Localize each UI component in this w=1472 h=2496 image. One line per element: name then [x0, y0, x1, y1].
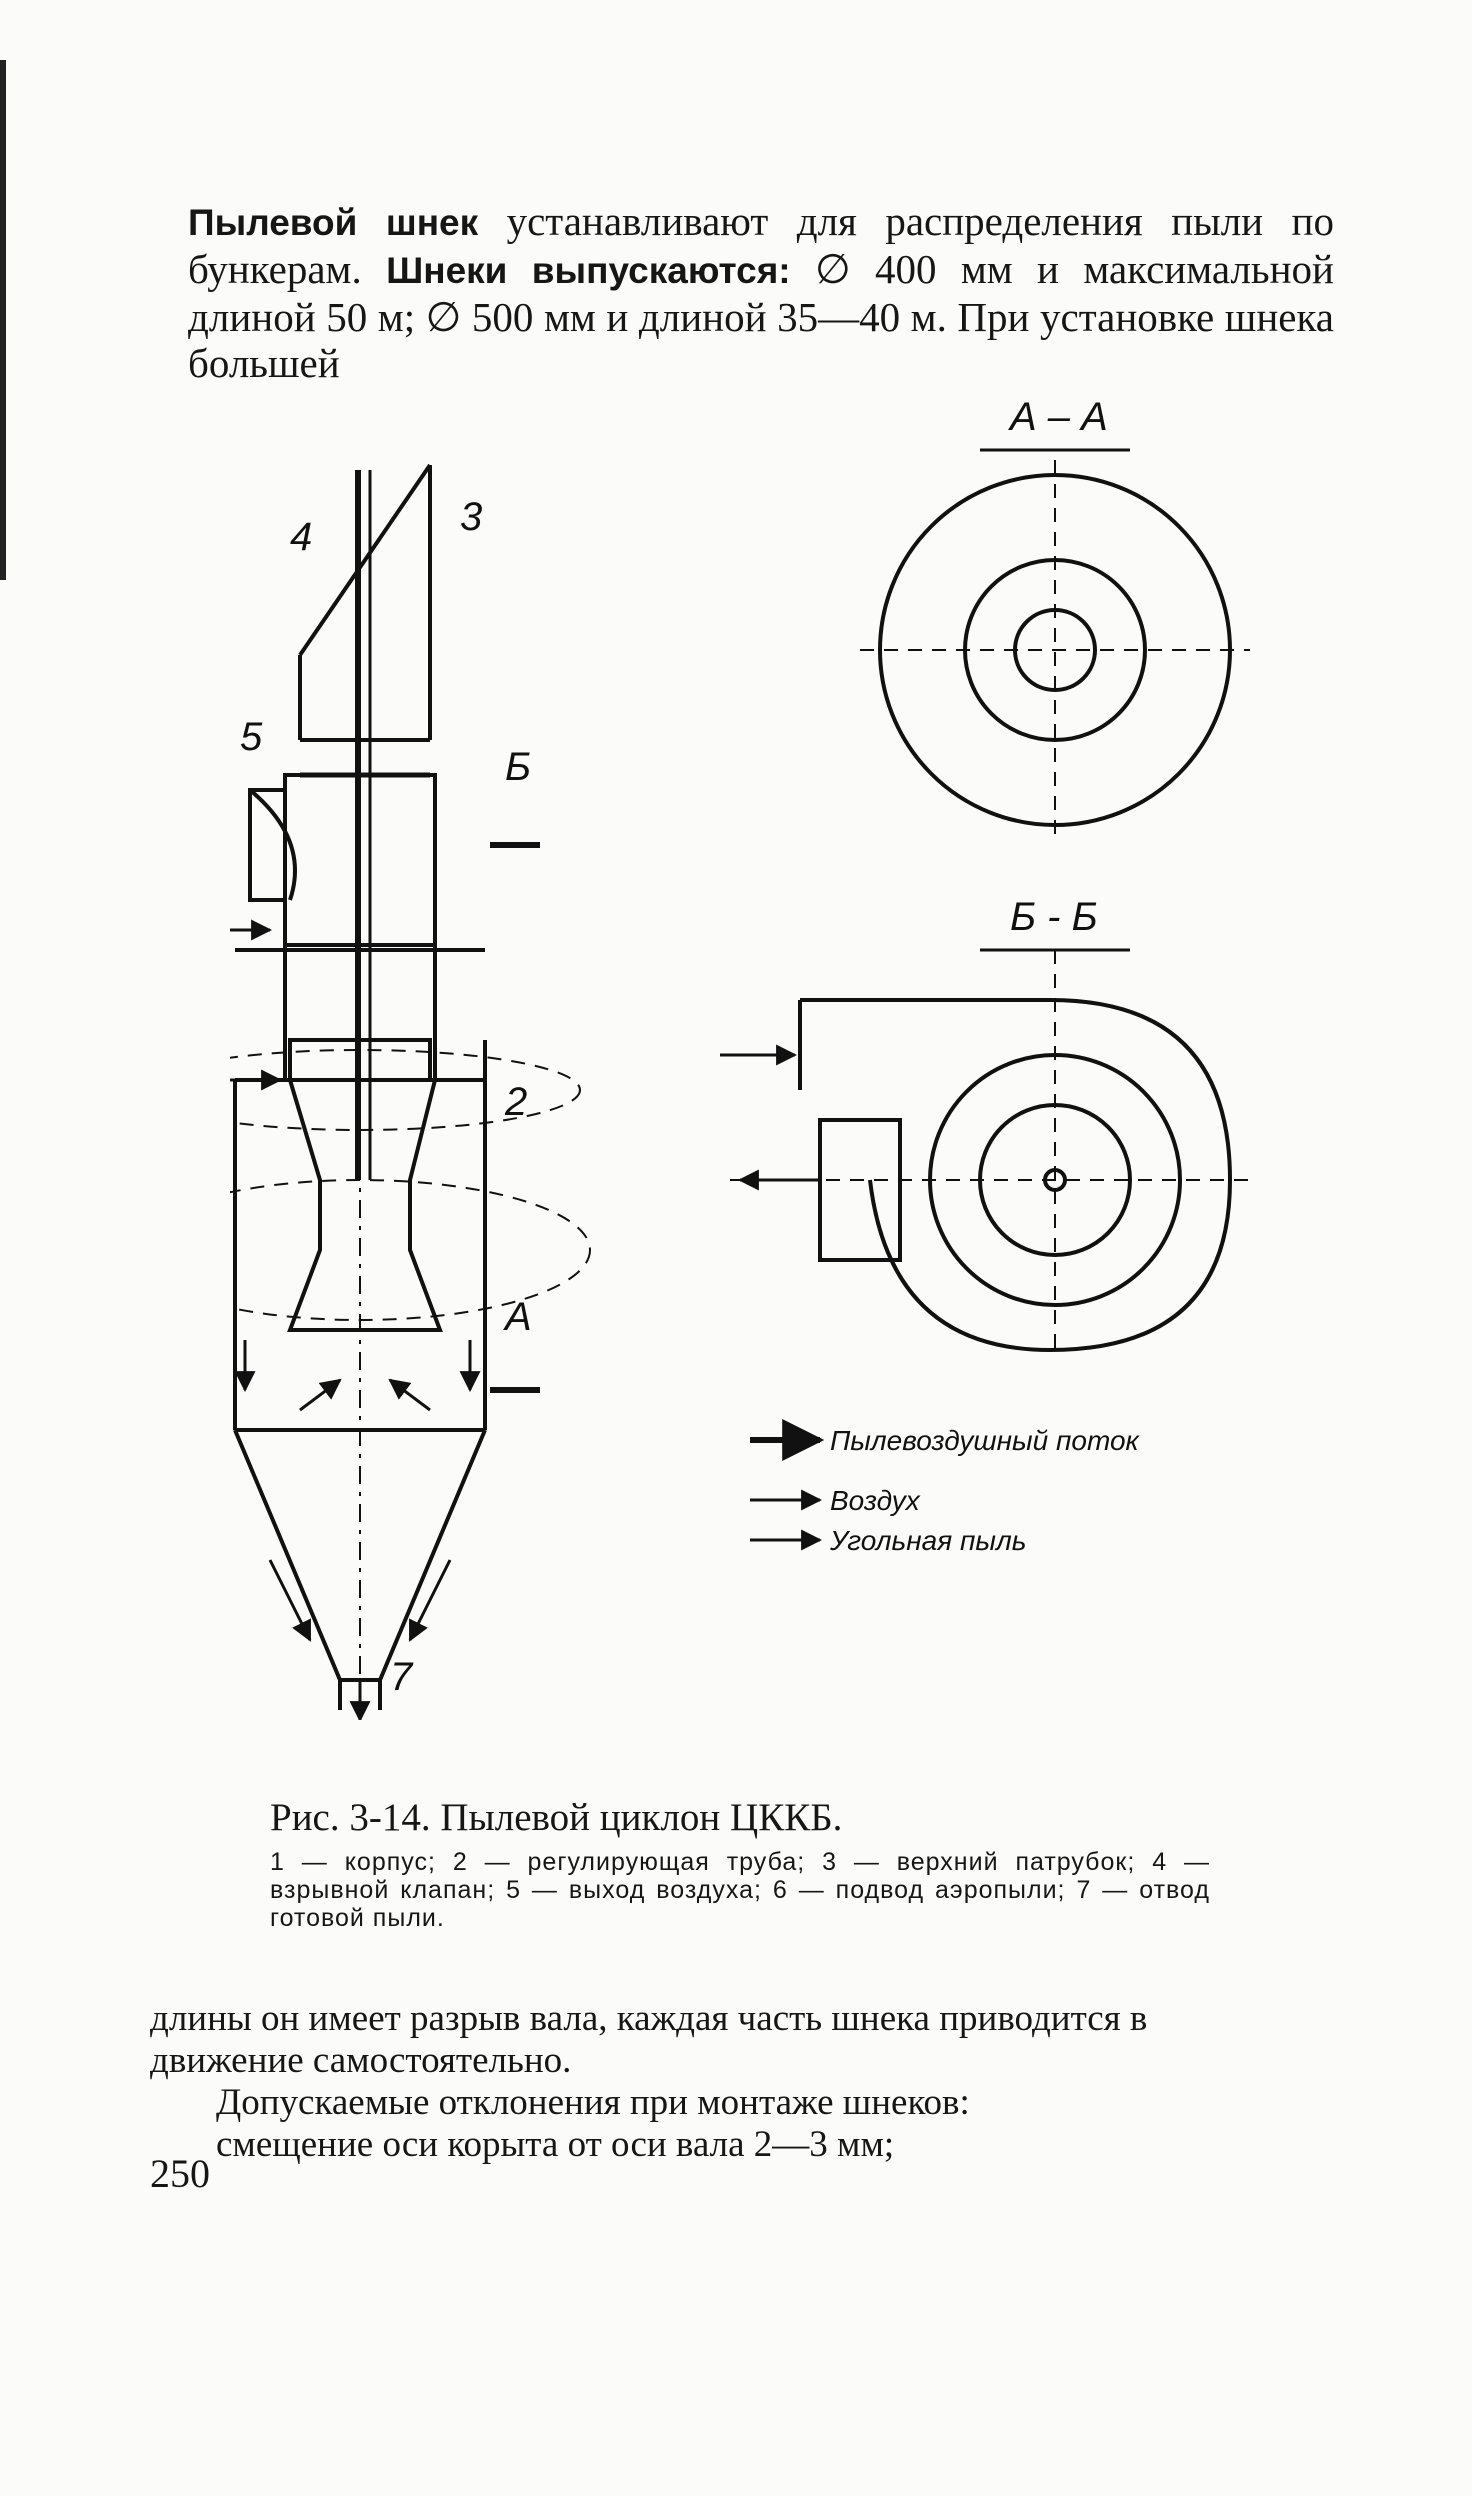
bottom-line-3: смещение оси корыта от оси вала 2—3 мм; [216, 2124, 895, 2165]
flow-paths [230, 1010, 591, 1720]
number-2: 2 [504, 1080, 527, 1124]
top-text-1: устанавливают для распределения пыли по … [188, 198, 1334, 292]
section-aa-label: А – А [1008, 395, 1108, 439]
top-paragraph: Пылевой шнек устанавливают для распредел… [188, 198, 1334, 386]
legend-dust-air: Пылевоздушный поток [830, 1425, 1141, 1456]
bottom-line-2: Допускаемые отклонения при монтаже шнеко… [216, 2082, 970, 2123]
figure-labels: А – А Б - Б Б Б А А 1 2 3 4 5 6 7 [240, 395, 1108, 1699]
page-number: 250 [150, 2151, 210, 2196]
number-7: 7 [390, 1655, 414, 1699]
figure-caption: Рис. 3-14. Пылевой циклон ЦККБ. [270, 1796, 843, 1839]
page-binding-edge [0, 60, 6, 580]
legend-coal-dust: Угольная пыль [829, 1525, 1027, 1556]
number-5: 5 [240, 715, 263, 759]
number-4: 4 [290, 515, 312, 559]
cyclone-figure: А – А Б - Б Б Б А А 1 2 3 4 5 6 7 Пылево… [230, 390, 1280, 1720]
mark-b-right: Б [505, 745, 531, 789]
top-text-bold: Шнеки выпускаются: [386, 250, 791, 291]
section-aa [860, 448, 1250, 840]
inner-arrows [230, 919, 481, 1642]
section-marks [490, 842, 540, 1393]
bottom-paragraph: длины он имеет разрыв вала, каждая часть… [150, 1998, 1310, 2166]
legend-labels: Пылевоздушный поток Воздух Угольная пыль [829, 1425, 1141, 1556]
figure-legend: 1 — корпус; 2 — регулирующая труба; 3 — … [270, 1848, 1210, 1932]
cyclone-drawing: А – А Б - Б Б Б А А 1 2 3 4 5 6 7 Пылево… [230, 395, 1250, 1720]
bottom-line-1: длины он имеет разрыв вала, каждая часть… [150, 1998, 1148, 2081]
term-pylevoy-shnek: Пылевой шнек [188, 202, 479, 243]
legend-symbols [750, 1419, 825, 1551]
section-bb-label: Б - Б [1010, 895, 1098, 939]
mark-a-right: А [503, 1295, 532, 1339]
number-3: 3 [460, 495, 482, 539]
top-text-2: ∅ 400 мм и максимальной длиной 50 м; ∅ 5… [188, 246, 1334, 386]
section-bb [720, 948, 1250, 1353]
legend-air: Воздух [830, 1485, 921, 1516]
